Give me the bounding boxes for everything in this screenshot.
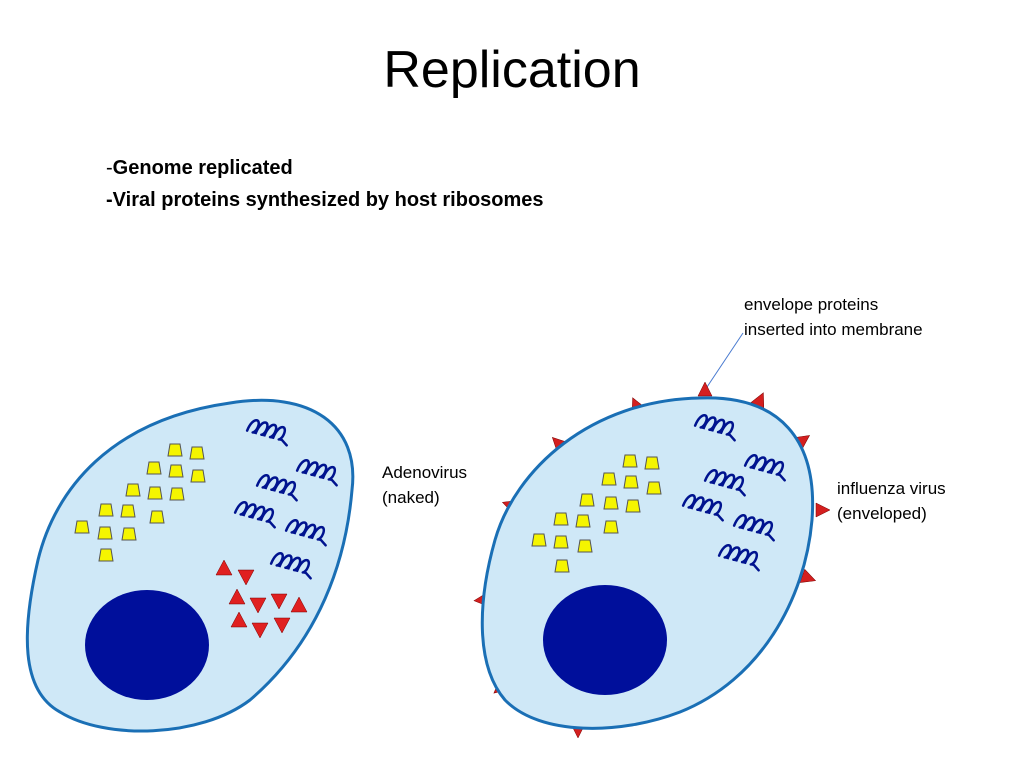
bullet-list: -Genome replicated -Viral proteins synth…	[106, 152, 544, 216]
capsid-protein	[601, 472, 617, 486]
influenza-cell	[473, 381, 831, 739]
viral-genome-coil	[245, 418, 288, 447]
bullet-item: -Viral proteins synthesized by host ribo…	[106, 189, 544, 211]
capsid-protein	[579, 493, 595, 507]
viral-genome-coil	[717, 543, 760, 572]
capsid-protein	[190, 469, 206, 483]
adenovirus-protein	[270, 593, 288, 610]
envelope-spike	[697, 381, 713, 397]
capsid-protein	[149, 510, 165, 524]
capsid-protein	[646, 481, 662, 495]
pointer-line	[704, 332, 744, 391]
capsid-protein	[553, 512, 569, 526]
capsid-protein	[644, 456, 660, 470]
viral-genome-coil	[703, 468, 746, 497]
capsid-protein	[622, 454, 638, 468]
capsid-protein	[623, 475, 639, 489]
capsid-protein	[168, 464, 184, 478]
capsid-protein-group	[531, 454, 662, 573]
viral-genome-coil	[255, 473, 298, 502]
capsid-protein	[125, 483, 141, 497]
adenovirus-protein	[228, 588, 246, 605]
capsid-protein	[575, 514, 591, 528]
capsid-protein	[98, 548, 114, 562]
capsid-protein	[146, 461, 162, 475]
capsid-protein	[553, 535, 569, 549]
capsid-protein	[120, 504, 136, 518]
nucleus	[543, 585, 667, 695]
capsid-protein	[531, 533, 547, 547]
influenza-label: influenza virus (enveloped)	[837, 479, 946, 523]
adenovirus-protein	[249, 597, 267, 614]
adenovirus-protein	[273, 617, 291, 634]
capsid-protein-group	[74, 443, 206, 562]
viral-genome-coil	[284, 518, 327, 547]
viral-genome-coil	[233, 500, 276, 529]
adenovirus-protein	[230, 611, 248, 628]
adenovirus-protein	[215, 559, 233, 576]
bullet-item: -Genome replicated	[106, 157, 293, 179]
adenovirus-protein-group	[215, 559, 308, 639]
capsid-protein	[189, 446, 205, 460]
capsid-protein	[97, 526, 113, 540]
viral-genome-coil	[269, 551, 312, 580]
viral-genome-coil	[743, 453, 786, 482]
viral-genome-coil	[295, 458, 338, 487]
capsid-protein	[167, 443, 183, 457]
adenovirus-label: Adenovirus (naked)	[382, 463, 468, 507]
capsid-protein	[121, 527, 137, 541]
capsid-protein	[603, 520, 619, 534]
capsid-protein	[625, 499, 641, 513]
capsid-protein	[577, 539, 593, 553]
adenovirus-cell	[25, 398, 355, 733]
envelope-spike	[815, 502, 831, 518]
adenovirus-protein	[251, 622, 269, 639]
adenovirus-protein	[290, 596, 308, 613]
capsid-protein	[169, 487, 185, 501]
capsid-protein	[98, 503, 114, 517]
envelope-proteins-label: envelope proteins inserted into membrane	[744, 295, 923, 339]
capsid-protein	[74, 520, 90, 534]
capsid-protein	[554, 559, 570, 573]
capsid-protein	[603, 496, 619, 510]
viral-genome-coil	[732, 513, 775, 542]
viral-genome-coil	[681, 493, 724, 522]
adenovirus-protein	[237, 569, 255, 586]
viral-genome-group	[681, 413, 786, 572]
nucleus	[85, 590, 209, 700]
capsid-protein	[147, 486, 163, 500]
viral-genome-group	[233, 418, 338, 580]
slide-title: Replication	[383, 41, 641, 99]
viral-genome-coil	[693, 413, 736, 442]
